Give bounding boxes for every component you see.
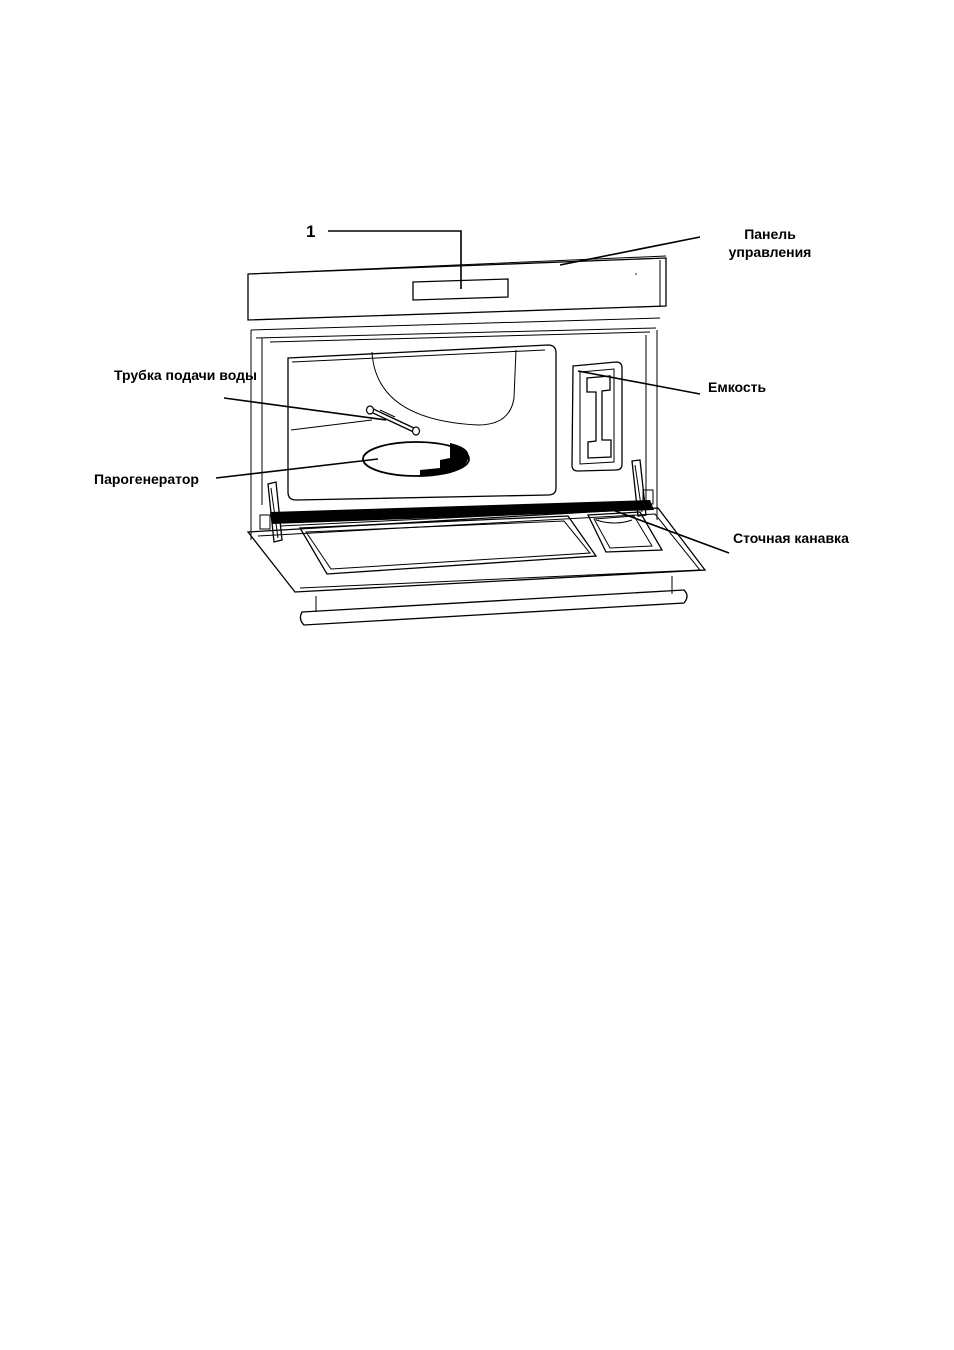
callout-control-panel-line2: управления bbox=[722, 243, 818, 261]
callout-control-panel-line1: Панель bbox=[722, 225, 818, 243]
oven-cavity bbox=[270, 332, 650, 500]
control-panel bbox=[248, 256, 666, 320]
callout-steam-generator: Парогенератор bbox=[94, 470, 199, 488]
door-hinges bbox=[260, 460, 653, 542]
leader-steam-generator bbox=[216, 459, 378, 478]
leader-drain-channel bbox=[610, 509, 729, 553]
leader-container bbox=[578, 371, 700, 394]
leader-number-1 bbox=[328, 231, 461, 289]
callout-control-panel: Панель управления bbox=[722, 225, 818, 261]
leader-water-tube bbox=[224, 398, 386, 420]
callout-number-1: 1 bbox=[306, 223, 315, 241]
leader-control-panel bbox=[560, 237, 700, 265]
callout-drain-channel: Сточная канавка bbox=[733, 529, 849, 547]
callout-container: Емкость bbox=[708, 378, 766, 396]
callout-water-tube: Трубка подачи воды bbox=[114, 366, 257, 384]
steam-generator-part bbox=[363, 442, 469, 476]
callout-leaders bbox=[216, 231, 729, 553]
